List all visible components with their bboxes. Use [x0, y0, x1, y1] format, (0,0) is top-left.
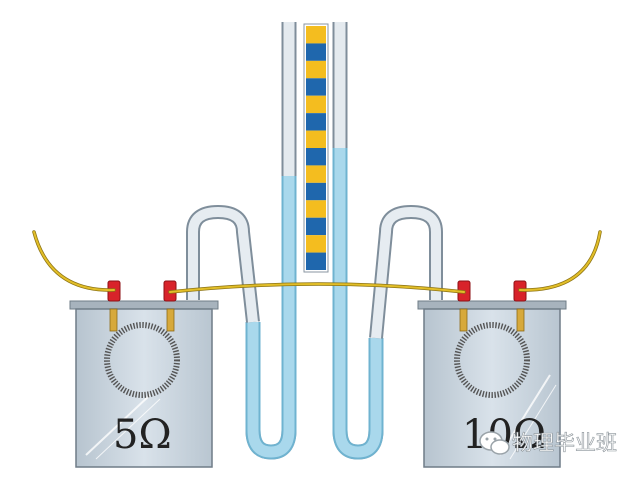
- scale-segment: [306, 200, 326, 218]
- scale-segment: [306, 60, 326, 79]
- watermark-text: 物理毕业班: [512, 431, 617, 455]
- left-container: 5Ω: [69, 280, 219, 468]
- left-manometer: [245, 22, 297, 460]
- wechat-icon: [479, 431, 510, 455]
- scale-segment: [306, 78, 326, 96]
- scale-segment: [306, 148, 326, 166]
- scale-segment: [306, 252, 326, 270]
- right-heating-coil: [454, 322, 530, 398]
- scale-segment: [306, 235, 326, 253]
- right-manometer: [332, 22, 384, 460]
- left-resistance-label: 5Ω: [113, 412, 172, 458]
- watermark: 物理毕业班: [479, 431, 617, 455]
- scale-segment: [306, 95, 326, 114]
- left-heating-coil: [104, 322, 180, 398]
- wires: [32, 230, 602, 294]
- right-container: 10Ω: [417, 280, 567, 468]
- scale-segment: [306, 182, 326, 201]
- scale-segments: [306, 26, 326, 270]
- scale-segment: [306, 113, 326, 131]
- scale-segment: [306, 43, 326, 61]
- right-connecting-tube: [369, 204, 443, 339]
- scale-segment: [306, 165, 326, 183]
- scale-segment: [306, 130, 326, 148]
- scale-segment: [306, 217, 326, 236]
- left-manometer-liquid: [247, 176, 295, 458]
- left-connecting-tube: [186, 204, 260, 323]
- right-manometer-liquid: [334, 148, 382, 458]
- scale-segment: [306, 26, 326, 44]
- measurement-scale: [303, 23, 329, 273]
